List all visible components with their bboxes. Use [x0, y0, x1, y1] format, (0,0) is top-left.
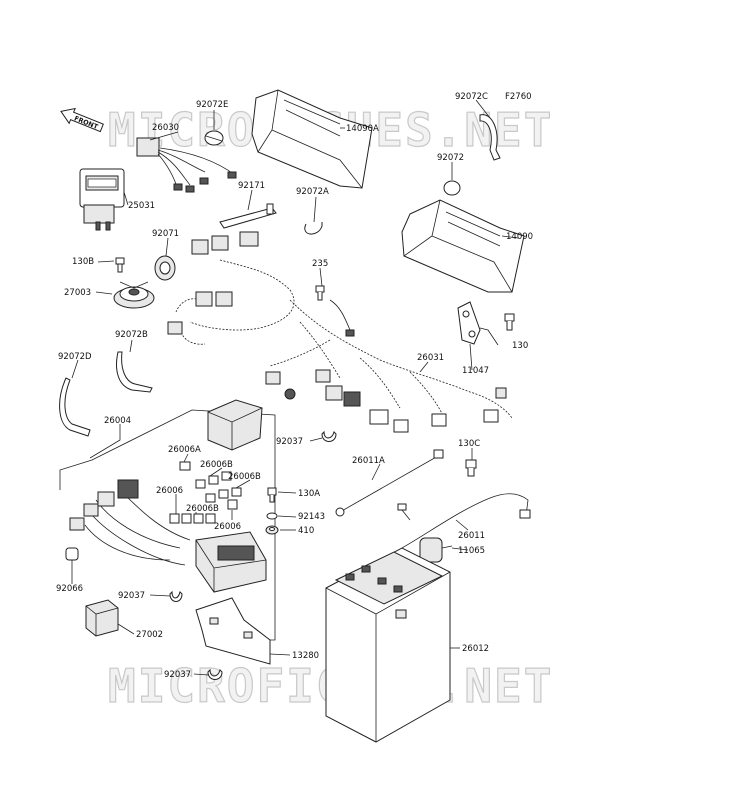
leader-lines	[71, 99, 519, 676]
callout-92071: 92071	[152, 229, 179, 239]
callout-26006b-2: 26006B	[228, 472, 261, 482]
callout-92072a: 92072A	[296, 187, 329, 197]
callout-27002: 27002	[136, 630, 163, 640]
main-harness-26031	[167, 231, 513, 433]
band-92072b	[116, 351, 153, 393]
sub-harness-26030	[136, 137, 237, 193]
callout-26012: 26012	[462, 644, 489, 654]
front-arrow-icon: FRONT	[60, 107, 104, 133]
band-92072c	[479, 114, 501, 161]
callout-26006a: 26006A	[168, 445, 201, 455]
cap-11065	[419, 537, 453, 563]
fuse-26006b-row1	[195, 471, 232, 489]
relay-box-harness	[69, 479, 191, 566]
callout-130a: 130A	[298, 489, 320, 499]
callout-25031: 25031	[128, 201, 155, 211]
clamp-92072e	[204, 130, 224, 146]
cover-14090	[401, 199, 525, 293]
callout-92171: 92171	[238, 181, 265, 191]
clamp-92072a	[304, 222, 323, 235]
callout-92072e: 92072E	[196, 100, 228, 110]
callout-410: 410	[298, 526, 314, 536]
callout-11065: 11065	[458, 546, 485, 556]
callout-92037-mid: 92037	[118, 591, 145, 601]
horn-27003	[113, 281, 155, 309]
relay-box-cover	[207, 399, 263, 451]
callout-11047: 11047	[462, 366, 489, 376]
callout-14090a: 14090A	[346, 124, 379, 134]
cable-26011	[397, 493, 531, 549]
callout-26006-2: 26006	[214, 522, 241, 532]
callout-92143: 92143	[298, 512, 325, 522]
band-92072d	[59, 377, 91, 437]
callout-26030: 26030	[152, 123, 179, 133]
clamp-92037-mid	[169, 590, 183, 602]
bolt-130	[504, 313, 515, 331]
bolt-130c	[465, 459, 477, 477]
callout-26011a: 26011A	[352, 456, 385, 466]
bolt-130b	[115, 257, 125, 273]
screw-235	[315, 285, 325, 301]
callout-26004: 26004	[104, 416, 131, 426]
callout-26006b-1: 26006B	[200, 460, 233, 470]
cable-26011a	[335, 449, 444, 517]
callout-92066: 92066	[56, 584, 83, 594]
group-frame-26004	[59, 409, 276, 641]
bracket-92171	[219, 203, 277, 229]
bracket-13280	[195, 597, 271, 665]
callout-92072: 92072	[437, 153, 464, 163]
figure-code: F2760	[505, 92, 532, 102]
callout-26011: 26011	[458, 531, 485, 541]
callout-235: 235	[312, 259, 328, 269]
callout-27003: 27003	[64, 288, 91, 298]
bracket-11047	[457, 301, 481, 345]
callout-14090: 14090	[506, 232, 533, 242]
fuse-26006-row	[169, 499, 238, 524]
clamp-92072	[443, 180, 461, 196]
callout-26006-1: 26006	[156, 486, 183, 496]
relay-box-body	[195, 531, 267, 593]
callout-130b: 130B	[72, 257, 94, 267]
callout-13280: 13280	[292, 651, 319, 661]
callout-92072b: 92072B	[115, 330, 148, 340]
meter-25031	[79, 168, 125, 231]
bolt-130a	[267, 487, 277, 503]
grommet-92066	[65, 547, 79, 561]
callout-26006b-3: 26006B	[186, 504, 219, 514]
fuse-26006b-row2	[205, 487, 242, 503]
cover-14090a	[251, 89, 373, 189]
battery-26012	[325, 547, 451, 743]
clamp-92037-top	[321, 430, 337, 442]
grommet-92071	[154, 255, 176, 281]
callout-92037-top: 92037	[276, 437, 303, 447]
collar-410	[265, 525, 279, 535]
fuse-26006a	[179, 461, 191, 471]
callout-130: 130	[512, 341, 528, 351]
clamp-92037-bot	[207, 668, 223, 680]
relay-27002	[85, 599, 119, 637]
callout-92072d: 92072D	[58, 352, 92, 362]
callout-130c: 130C	[458, 439, 480, 449]
callout-26031: 26031	[417, 353, 444, 363]
callout-92037-bot: 92037	[164, 670, 191, 680]
callout-92072c: 92072C	[455, 92, 488, 102]
washer-92143	[266, 512, 278, 520]
